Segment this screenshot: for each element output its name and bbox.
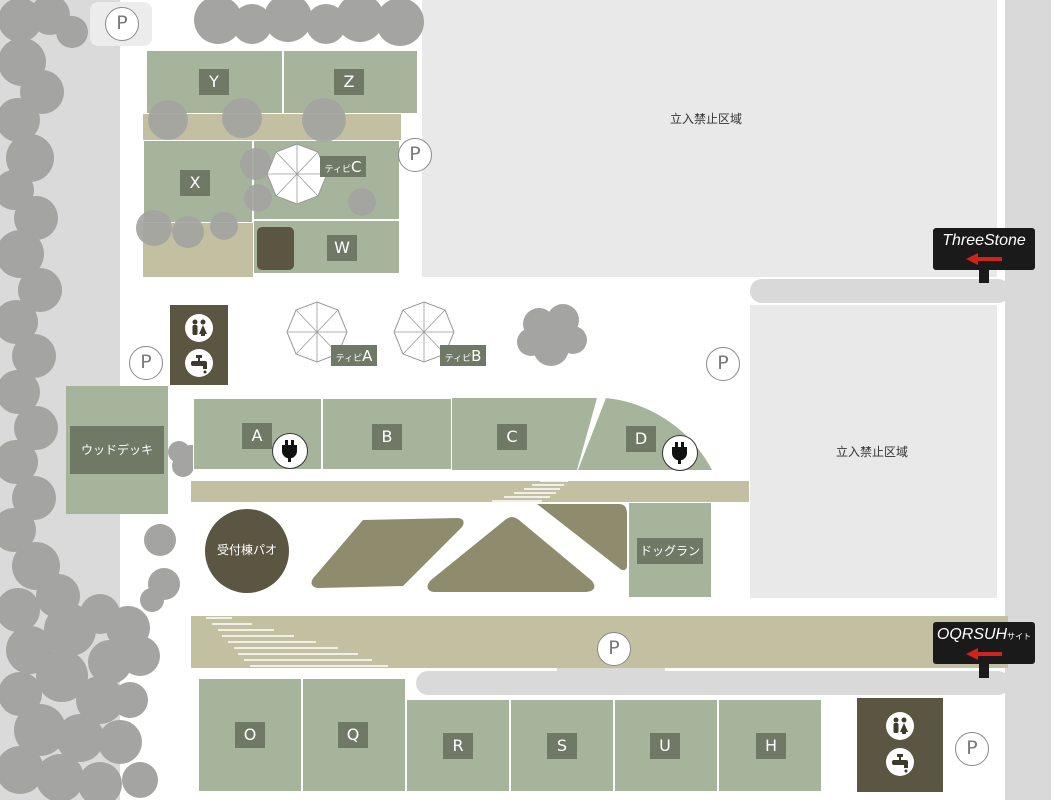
site-d-label: D [626,426,656,452]
parking-icon[interactable]: P [597,632,631,666]
restricted-area-middle [750,305,997,598]
sign-post-oqrsuh [979,660,989,678]
fire-pit [257,227,294,270]
site-s-label: S [547,733,577,759]
road-to-threestone [750,279,1010,303]
tree-middle [517,304,587,366]
tipi-c-letter: C [350,158,362,176]
parking-icon[interactable]: P [129,346,163,380]
restroom-building-bottom [857,698,943,792]
toilet-icon [185,314,213,342]
sign-oqrsuh-suffix: サイト [1007,632,1032,641]
road-bottom [416,671,1010,695]
site-y-label: Y [199,69,229,95]
parking-icon[interactable]: P [706,347,740,381]
site-z-label: Z [334,69,364,95]
site-x-label: X [180,170,210,196]
restricted-area-top-label: 立入禁止区域 [670,112,743,126]
red-arrow-left-icon [966,648,1002,660]
site-b-label: B [372,424,402,450]
sign-oqrsuh-main: OQRSUH [936,626,1008,643]
restricted-area-top [422,0,997,277]
path-central [191,481,749,502]
wood-deck-label: ウッドデッキ [70,426,164,474]
steps-lower [206,617,388,667]
site-h-label: H [756,733,786,759]
site-o-label: O [235,722,265,748]
parking-icon[interactable]: P [398,138,432,172]
site-w-label: W [327,235,357,261]
sign-threestone-text: ThreeStone [942,232,1026,249]
site-a-label: A [242,423,272,449]
water-faucet-icon [185,349,213,377]
water-faucet-icon [886,748,914,776]
tipi-a-letter: A [362,347,373,365]
right-road [1005,0,1051,800]
tree-line-top [194,0,424,46]
trees-block [136,98,376,248]
site-s[interactable] [510,699,614,792]
parking-icon[interactable]: P [955,732,989,766]
tipi-b-tent [393,301,455,363]
site-q-label: Q [338,722,368,748]
steps-central [492,480,568,502]
toilet-icon [886,712,914,740]
restricted-area-middle-label: 立入禁止区域 [836,445,909,459]
tipi-b-prefix: ティピ [444,354,472,364]
dog-run-label: ドッグラン [637,538,703,564]
tipi-b-letter: B [471,347,482,365]
red-arrow-left-icon [966,253,1002,265]
tipi-b-label: ティピB [440,345,486,366]
power-plug-icon [272,433,308,469]
parking-icon[interactable]: P [105,7,139,41]
garden-shapes [311,504,627,592]
tipi-c-prefix: ティピ [324,165,351,175]
tipi-a-label: ティピA [331,345,377,366]
power-plug-icon [662,435,698,471]
tipi-c-label: ティピC [320,156,366,177]
site-c-label: C [497,424,527,450]
reception-building[interactable] [205,509,289,593]
reception-label: 受付棟パオ [216,543,277,557]
tipi-a-prefix: ティピ [335,354,363,364]
site-u-label: U [650,733,680,759]
site-r-label: R [443,733,473,759]
sign-threestone[interactable]: ThreeStone [933,228,1035,270]
restroom-building-top [170,305,228,385]
tree-line-left [0,0,180,800]
sign-oqrsuh[interactable]: OQRSUHサイト [933,622,1035,664]
sign-post-threestone [979,265,989,283]
sign-oqrsuh-text: OQRSUHサイト [933,624,1035,648]
